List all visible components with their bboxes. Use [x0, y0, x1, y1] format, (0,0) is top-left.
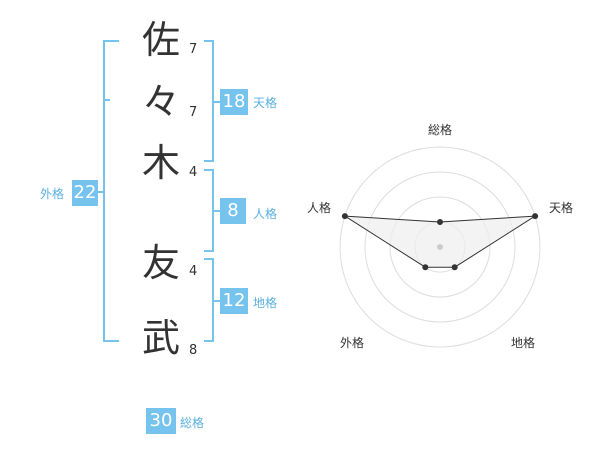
stroke-count-3: 4 [189, 165, 198, 180]
jinkaku-label: 人格 [253, 207, 278, 221]
radar-grid-ring [389, 196, 491, 298]
chikaku-bracket-stub [213, 300, 220, 302]
radar-point-0 [437, 219, 443, 225]
jinkaku-bracket-stub [213, 210, 220, 212]
radar-center-dot [437, 244, 443, 250]
radar-chart [339, 146, 541, 348]
radar-label-chikaku: 地格 [511, 336, 536, 350]
name-char-5: 武 [141, 316, 180, 360]
name-char-4: 友 [141, 241, 180, 285]
gaikaku-bracket [103, 40, 119, 342]
gaikaku-score: 22 [72, 180, 98, 206]
chikaku-score: 12 [220, 288, 248, 314]
gaikaku-label: 外格 [40, 187, 65, 201]
chikaku-label: 地格 [253, 296, 278, 310]
stroke-count-5: 8 [189, 343, 198, 358]
radar-grid-ring [339, 146, 541, 348]
name-char-2: 々 [141, 80, 180, 124]
tenkaku-score: 18 [220, 89, 248, 115]
stroke-count-1: 7 [189, 42, 198, 57]
radar-label-soukaku: 総格 [428, 123, 453, 137]
radar-point-3 [422, 264, 429, 271]
gaikaku-bracket-stub [97, 191, 104, 193]
radar-point-1 [532, 213, 539, 220]
radar-data-polygon [344, 215, 536, 268]
soukaku-label: 総格 [180, 416, 205, 430]
radar-point-4 [341, 213, 348, 220]
jinkaku-score: 8 [220, 198, 246, 224]
name-char-3: 木 [141, 141, 180, 185]
stroke-count-4: 4 [189, 264, 198, 279]
tenkaku-bracket-stub [213, 101, 220, 103]
radar-points [341, 213, 539, 271]
soukaku-score: 30 [146, 408, 176, 434]
tenkaku-label: 天格 [253, 96, 278, 110]
radar-grid-ring [364, 171, 516, 323]
name-char-1: 佐 [141, 18, 180, 62]
gaikaku-bracket-tick [103, 99, 110, 101]
radar-point-2 [451, 264, 458, 271]
radar-label-jinkaku: 人格 [307, 201, 332, 215]
radar-label-tenkaku: 天格 [549, 201, 574, 215]
stroke-count-2: 7 [189, 105, 198, 120]
radar-label-gaikaku: 外格 [340, 336, 365, 350]
